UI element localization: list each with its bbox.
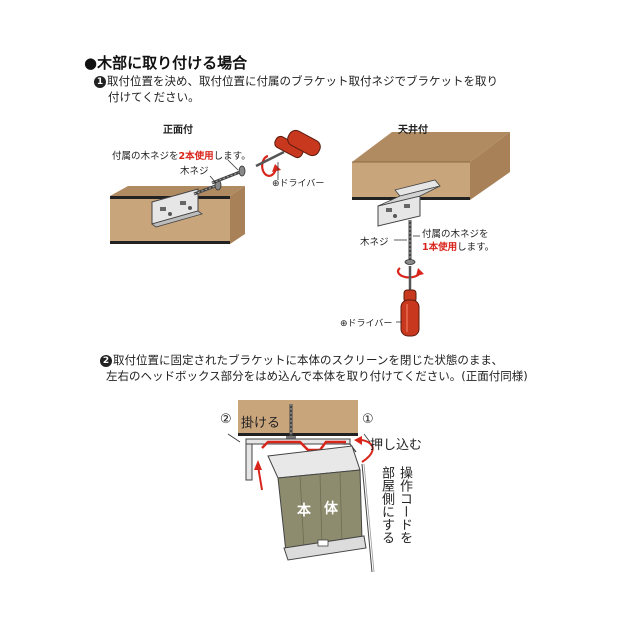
front-screw-note-post: します。 [213,151,251,162]
ceiling-screw [404,220,416,265]
ceiling-bracket-shape [377,179,441,227]
section-heading: ●木部に取り付ける場合 [84,54,248,72]
ceiling-screw-note: 付属の木ネジを 1本使用します。 [422,228,494,254]
step2-line1: 取付位置に固定されたブラケットに本体のスクリーンを閉じた状態のまま、 [113,353,503,367]
install-body [267,445,375,573]
hang-label: 掛ける [241,416,281,431]
install-headbox-highlight [261,440,346,452]
ceiling-wood-screw-label: 木ネジ [360,237,389,248]
ceiling-rotation-arrow [397,267,424,279]
front-rotation-arrow [261,154,281,177]
ceiling-screwdriver [400,266,420,337]
body-label-1: 本 [297,503,311,519]
front-screw-note: 付属の木ネジを2本使用します。 [112,148,251,162]
step1-line2: 付けてください。 [108,90,200,104]
front-bracket-shape [151,188,203,228]
hang-step-number: ② [220,412,232,427]
ceiling-driver-label: ⊕ドライバー [340,319,393,329]
ceiling-screw-note-post: します。 [457,242,495,253]
push-label: 押し込む [370,438,423,453]
front-screw-note-pre: 付属の木ネジを [112,151,179,162]
step2-number: 2 [100,355,112,367]
body-label-2: 体 [324,501,338,517]
front-screw-note-red: 2本使用 [178,151,214,162]
step2-line2: 左右のヘッドボックス部分をはめ込んで本体を取り付けてください。(正面付同様) [106,369,528,383]
front-screwdriver [255,129,321,168]
step1-number: 1 [94,76,106,88]
install-push-arrow [354,436,374,463]
front-wood-screw-label: 木ネジ [180,166,209,177]
front-title: 正面付 [163,125,193,136]
push-step-number: ① [362,412,374,427]
cord-note-line1: 操作コードを [397,466,412,544]
front-screws [193,165,246,196]
install-screw [286,404,296,439]
cord-note-line2: 部屋側にする [379,466,394,544]
install-hang-arrow [254,460,263,491]
front-driver-label: ⊕ドライバー [272,179,325,189]
ceiling-title: 天井付 [398,125,428,136]
install-ceiling-wood [238,400,358,436]
step1-line1: 取付位置を決め、取付位置に付属のブラケット取付ネジでブラケットを取り [107,74,498,88]
ceiling-screw-note-line1: 付属の木ネジを [422,229,489,240]
ceiling-screw-note-red: 1本使用 [422,242,458,253]
